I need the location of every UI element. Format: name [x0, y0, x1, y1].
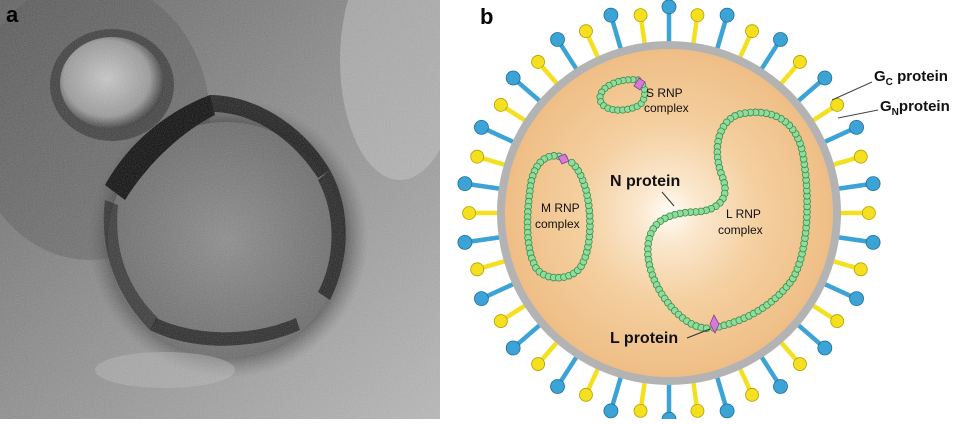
- l-rnp-complex: [644, 108, 811, 333]
- gn-spike: [462, 206, 504, 220]
- gn-spike: [736, 24, 759, 63]
- gc-spike: [757, 352, 788, 394]
- gc-spike: [603, 7, 624, 55]
- gn-spike: [808, 301, 845, 328]
- m-rnp-label-line2: complex: [535, 217, 580, 231]
- l-protein-m-marker: [557, 153, 570, 165]
- gc-spike: [833, 234, 881, 250]
- micrograph-image: a: [0, 0, 440, 419]
- virion-diagram: b S RNP complex M RNP complex L RNP comp…: [457, 0, 950, 424]
- gn-spike: [827, 258, 868, 277]
- gn-spike: [493, 98, 530, 125]
- gn-spike: [579, 363, 602, 402]
- gn-spike: [633, 8, 648, 49]
- l-rnp-label-line1: L RNP: [726, 207, 761, 221]
- s-rnp-label-line2: complex: [644, 101, 689, 115]
- gc-protein-label: GC protein: [874, 68, 948, 88]
- panel-a-letter: a: [6, 2, 19, 27]
- gc-spike: [661, 378, 677, 424]
- l-protein-label: L protein: [610, 330, 678, 347]
- gc-spike: [457, 234, 505, 250]
- gc-spike: [661, 0, 677, 48]
- n-protein-label: N protein: [610, 173, 680, 190]
- m-rnp-label-line1: M RNP: [541, 201, 580, 215]
- gn-spike: [808, 98, 845, 125]
- panel-b-letter: b: [480, 4, 493, 29]
- glycoprotein-spikes: [457, 0, 881, 424]
- gc-spike: [603, 371, 624, 419]
- gc-spike: [550, 352, 581, 394]
- gc-spike: [550, 32, 581, 74]
- gc-spike: [757, 32, 788, 74]
- gc-spike: [474, 119, 519, 146]
- l-rnp-label-line2: complex: [718, 223, 763, 237]
- gc-spike: [793, 320, 833, 356]
- gc-spike: [474, 280, 519, 307]
- gc-spike: [714, 371, 735, 419]
- gn-spike: [633, 377, 648, 418]
- s-rnp-complex: [596, 76, 649, 114]
- gn-spike: [579, 24, 602, 63]
- gc-spike: [505, 320, 545, 356]
- gn-spike: [531, 337, 562, 371]
- gn-spike: [776, 55, 807, 89]
- gc-spike: [819, 119, 864, 146]
- gn-pointer: [837, 109, 879, 119]
- virion-diagram-panel: b S RNP complex M RNP complex L RNP comp…: [440, 0, 960, 424]
- gn-spike: [690, 377, 705, 418]
- gn-spike: [827, 149, 868, 168]
- gn-spike: [736, 363, 759, 402]
- gn-spike: [776, 337, 807, 371]
- gn-spike: [531, 55, 562, 89]
- micrograph-panel: a: [0, 0, 440, 419]
- gc-spike: [505, 70, 545, 106]
- gc-spike: [819, 280, 864, 307]
- gn-spike: [834, 206, 876, 220]
- l-protein-pointer: [686, 328, 711, 339]
- gc-spike: [833, 176, 881, 192]
- gc-pointer: [831, 81, 873, 101]
- m-rnp-complex: [523, 152, 594, 282]
- gn-spike: [690, 8, 705, 49]
- gc-spike: [714, 7, 735, 55]
- s-rnp-label-line1: S RNP: [646, 86, 683, 100]
- l-protein-l-marker: [709, 314, 720, 334]
- n-protein-pointer: [661, 191, 675, 207]
- gc-spike: [457, 176, 505, 192]
- gn-protein-label: GNprotein: [880, 98, 950, 118]
- rnp-bead: [567, 158, 576, 167]
- gn-spike: [470, 258, 511, 277]
- gc-spike: [793, 70, 833, 106]
- l-protein-s-marker: [633, 77, 646, 91]
- gn-spike: [470, 149, 511, 168]
- gn-spike: [493, 301, 530, 328]
